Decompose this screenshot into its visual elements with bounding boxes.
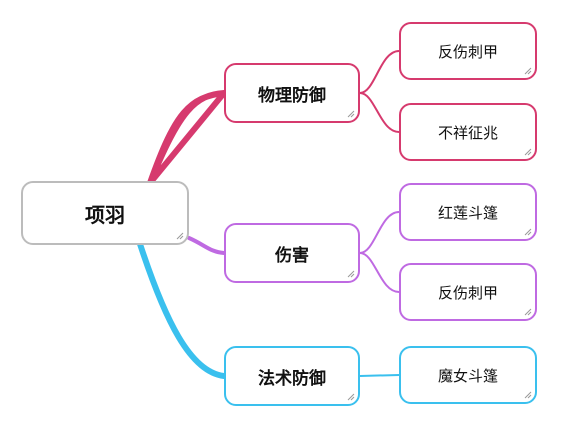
branch-label: 法术防御	[258, 368, 326, 389]
root-node[interactable]: 项羽	[21, 181, 189, 245]
resize-grip-icon[interactable]	[524, 391, 532, 399]
leaf-node[interactable]: 反伤刺甲	[399, 263, 537, 321]
resize-grip-icon[interactable]	[524, 228, 532, 236]
leaf-node[interactable]: 红莲斗篷	[399, 183, 537, 241]
resize-grip-icon[interactable]	[524, 308, 532, 316]
root-label: 项羽	[85, 202, 125, 227]
leaf-label: 魔女斗篷	[437, 366, 498, 385]
leaf-node[interactable]: 不祥征兆	[399, 103, 537, 161]
connector-magic-defense-leaf-1	[359, 374, 400, 377]
branch-node-damage[interactable]: 伤害	[224, 223, 360, 283]
branch-node-physical-defense[interactable]: 物理防御	[224, 63, 360, 123]
connector-root-physical-defense	[147, 89, 232, 185]
resize-grip-icon[interactable]	[524, 67, 532, 75]
branch-label: 伤害	[275, 245, 309, 266]
connector-root-damage	[187, 236, 226, 255]
connector-physical-defense-leaf-2	[359, 92, 400, 133]
branch-label: 物理防御	[258, 85, 326, 106]
connector-damage-leaf-2	[359, 252, 400, 293]
leaf-node[interactable]: 反伤刺甲	[399, 22, 537, 80]
leaf-label: 反伤刺甲	[437, 283, 498, 302]
leaf-label: 不祥征兆	[437, 123, 498, 142]
leaf-node[interactable]: 魔女斗篷	[399, 346, 537, 404]
resize-grip-icon[interactable]	[347, 270, 355, 278]
resize-grip-icon[interactable]	[176, 232, 184, 240]
resize-grip-icon[interactable]	[524, 148, 532, 156]
connector-damage-leaf-1	[359, 211, 400, 254]
connector-root-magic-defense	[137, 241, 227, 379]
branch-node-magic-defense[interactable]: 法术防御	[224, 346, 360, 406]
connector-physical-defense-leaf-1	[359, 50, 400, 94]
resize-grip-icon[interactable]	[347, 110, 355, 118]
leaf-label: 反伤刺甲	[437, 42, 498, 61]
resize-grip-icon[interactable]	[347, 393, 355, 401]
leaf-label: 红莲斗篷	[437, 203, 498, 222]
